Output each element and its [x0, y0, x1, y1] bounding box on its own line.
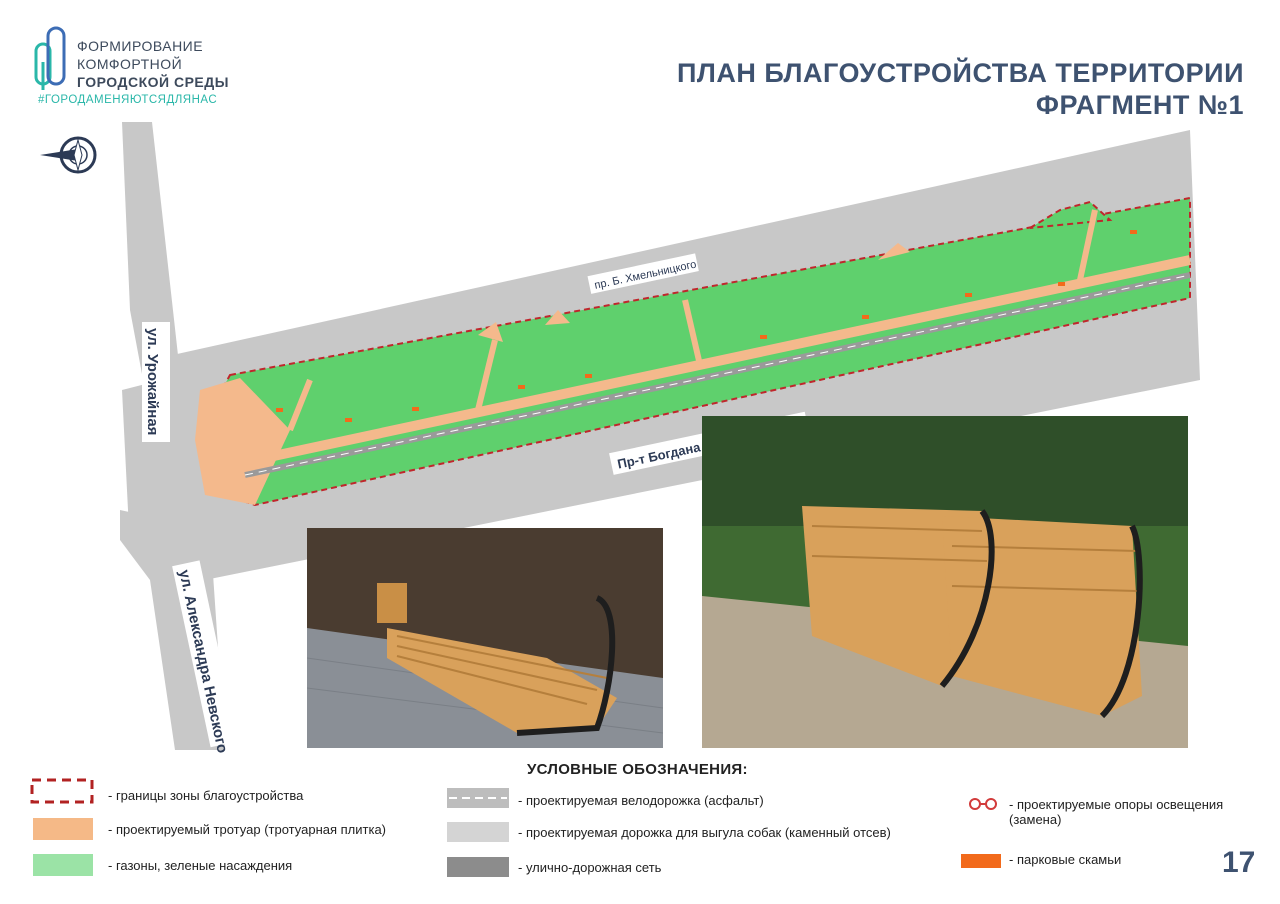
bump-3: [878, 243, 910, 260]
legend-cycle-label: - проектируемая велодорожка (асфальт): [518, 793, 764, 808]
bench-photo-2: [702, 416, 1188, 748]
page-title: ПЛАН БЛАГОУСТРОЙСТВА ТЕРРИТОРИИ: [676, 58, 1244, 88]
legend-road-label: - улично-дорожная сеть: [518, 860, 662, 875]
compass-icon: [40, 136, 97, 174]
page-number: 17: [1222, 846, 1256, 879]
logo-line-2: КОМФОРТНОЙ: [77, 56, 183, 72]
logo-line-3: ГОРОДСКОЙ СРЕДЫ: [77, 74, 229, 90]
logo-mark-icon: [34, 26, 66, 90]
legend-bench-swatch: [961, 854, 1001, 868]
bump-2: [545, 310, 570, 325]
sidewalk-stripe: [253, 255, 1192, 465]
legend-dogpath-label: - проектируемая дорожка для выгула собак…: [518, 825, 891, 840]
logo-hashtag: #ГОРОДАМЕНЯЮТСЯДЛЯНАС: [38, 94, 218, 106]
legend-lighting-label: - проектируемые опоры освещения (замена): [1009, 797, 1224, 827]
legend-dogpath-swatch: [447, 822, 509, 842]
legend-sidewalk-label: - проектируемый тротуар (тротуарная плит…: [108, 822, 387, 837]
benches: [276, 230, 1137, 422]
street-label-west: ул. Урожайная: [144, 328, 161, 435]
bench-photo-1: [307, 528, 663, 748]
legend-lawn-label: - газоны, зеленые насаждения: [108, 858, 293, 873]
legend-cycle-swatch: [447, 788, 509, 808]
legend-boundary-label: - границы зоны благоустройства: [108, 788, 304, 803]
legend-boundary-swatch: [30, 778, 94, 804]
legend-heading: УСЛОВНЫЕ ОБОЗНАЧЕНИЯ:: [527, 761, 748, 778]
page-subtitle: ФРАГМЕНТ №1: [1035, 90, 1244, 120]
logo: ФОРМИРОВАНИЕ КОМФОРТНОЙ ГОРОДСКОЙ СРЕДЫ …: [30, 22, 270, 112]
legend-sidewalk-swatch: [33, 818, 93, 840]
legend-bench-label: - парковые скамьи: [1009, 852, 1122, 867]
legend-road-swatch: [447, 857, 509, 877]
legend-lawn-swatch: [33, 854, 93, 876]
bump-1: [478, 322, 503, 342]
lighting-pole-icon: [969, 798, 997, 810]
logo-line-1: ФОРМИРОВАНИЕ: [77, 38, 204, 54]
